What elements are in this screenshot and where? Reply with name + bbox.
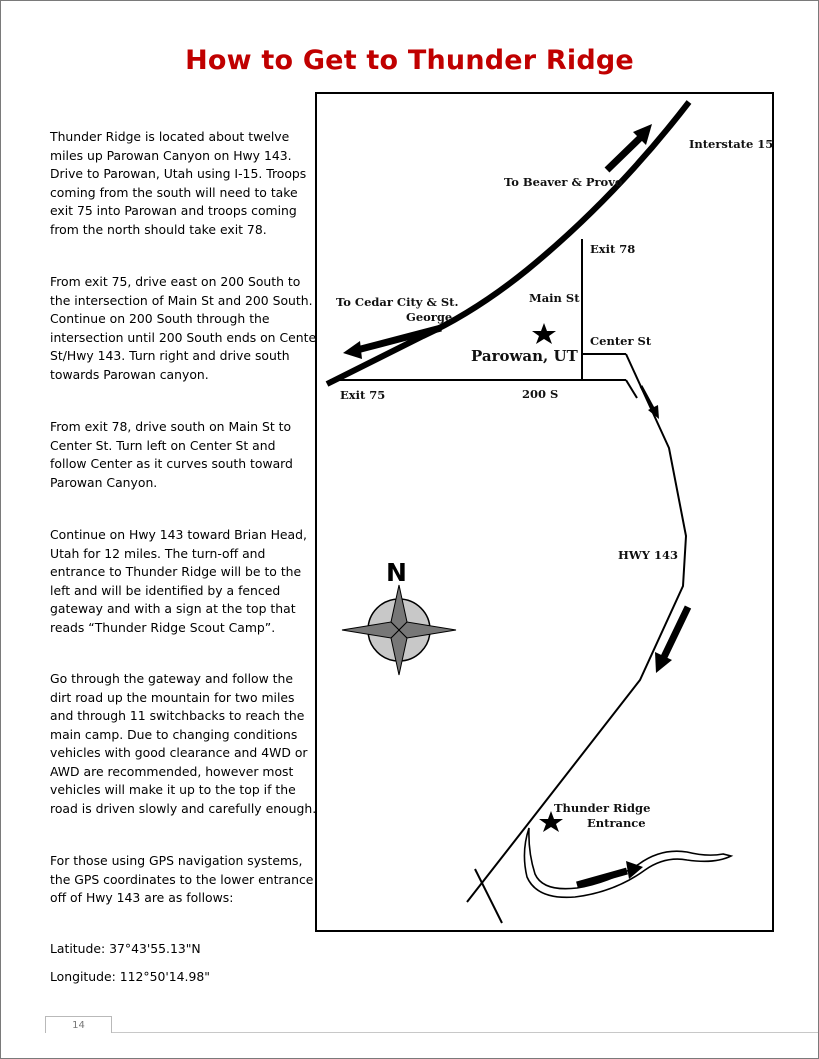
text-line: gateway and with a sign at the top that <box>50 601 296 616</box>
label-hwy-143: HWY 143 <box>618 548 678 562</box>
paragraph-exit-78: From exit 78, drive south on Main St to … <box>50 418 318 492</box>
arrow-hwy-143-icon <box>655 605 692 673</box>
text-line: road is driven slowly and carefully enou… <box>50 800 317 816</box>
arrow-to-beaver-icon <box>604 124 652 173</box>
text-line: miles up Parowan Canyon on Hwy 143. <box>50 147 292 163</box>
text-line: From exit 78, drive south on Main St to <box>50 419 292 434</box>
hwy-143-connector <box>625 379 638 399</box>
paragraph-location: Thunder Ridge is located about twelve mi… <box>50 128 318 239</box>
text-line: and through 11 switchbacks to reach the <box>50 708 305 723</box>
label-center-st: Center St <box>590 334 652 348</box>
text-line: From exit 75, drive east on 200 South to <box>50 274 301 289</box>
map-frame <box>315 92 774 932</box>
label-to-beaver: To Beaver & Provo <box>504 175 623 189</box>
route-map: Interstate 15 To Beaver & Provo Exit 78 … <box>315 92 774 932</box>
footer-divider <box>111 1032 818 1033</box>
text-line: Go through the gateway and follow the <box>50 671 294 686</box>
text-line: entrance to Thunder Ridge will be to the <box>50 564 302 579</box>
label-entrance-line1: Thunder Ridge <box>554 801 650 815</box>
page-number: 14 <box>45 1016 112 1033</box>
text-line: exit 75 into Parowan and troops coming <box>50 203 297 218</box>
arrow-to-cedar-icon <box>343 324 442 359</box>
label-entrance-line2: Entrance <box>587 816 646 830</box>
parowan-star-icon <box>532 323 556 344</box>
text-line: Thunder Ridge is located about twelve <box>50 129 290 144</box>
interstate-15-road <box>325 100 692 387</box>
text-line: main camp. Due to changing conditions <box>50 726 298 742</box>
text-line: Continue on Hwy 143 toward Brian Head, <box>50 527 307 542</box>
text-line: intersection until 200 South ends on Cen… <box>50 329 322 345</box>
text-line: Continue on 200 South through the <box>50 311 270 326</box>
label-parowan: Parowan, UT <box>471 347 579 365</box>
longitude-text: Longitude: 112°50'14.98" <box>50 969 210 984</box>
text-line: vehicles with good clearance and 4WD or <box>50 745 308 760</box>
label-to-cedar-line2: George <box>406 310 452 324</box>
paragraph-gateway: Go through the gateway and follow the di… <box>50 670 318 818</box>
text-line: the intersection of Main St and 200 Sout… <box>50 292 313 308</box>
text-line: coming from the south will need to take <box>50 184 298 200</box>
label-to-cedar-line1: To Cedar City & St. <box>336 295 458 309</box>
paragraph-gps: For those using GPS navigation systems, … <box>50 852 318 908</box>
text-line: St/Hwy 143. Turn right and drive south <box>50 348 290 363</box>
arrow-center-st-icon <box>639 385 659 419</box>
text-line: AWD are recommended, however most <box>50 763 294 779</box>
label-interstate-15: Interstate 15 <box>689 137 773 151</box>
text-line: the GPS coordinates to the lower entranc… <box>50 871 314 887</box>
entrance-star-icon <box>539 811 563 832</box>
arrow-camp-icon <box>576 861 643 889</box>
text-line: vehicles will make it up to the top if t… <box>50 782 296 797</box>
text-line: towards Parowan canyon. <box>50 366 209 382</box>
page-title: How to Get to Thunder Ridge <box>185 45 634 76</box>
hwy-143-road <box>466 353 688 903</box>
paragraph-hwy-143: Continue on Hwy 143 toward Brian Head, U… <box>50 526 318 637</box>
text-line: left and will be identified by a fenced <box>50 582 281 598</box>
text-line: Parowan Canyon. <box>50 474 158 490</box>
text-line: For those using GPS navigation systems, <box>50 853 303 868</box>
text-line: dirt road up the mountain for two miles <box>50 689 295 705</box>
text-line: off of Hwy 143 are as follows: <box>50 890 234 905</box>
text-line: from the north should take exit 78. <box>50 221 267 237</box>
label-200-s: 200 S <box>522 387 558 401</box>
text-line: Center St. Turn left on Center St and <box>50 437 276 453</box>
text-line: follow Center as it curves south toward <box>50 456 293 471</box>
label-north: N <box>386 558 407 587</box>
paragraph-exit-75: From exit 75, drive east on 200 South to… <box>50 273 322 384</box>
text-line: Drive to Parowan, Utah using I-15. Troop… <box>50 166 307 181</box>
latitude-text: Latitude: 37°43'55.13"N <box>50 941 201 956</box>
text-line: reads “Thunder Ridge Scout Camp”. <box>50 619 276 635</box>
label-main-st: Main St <box>529 291 580 305</box>
label-exit-78: Exit 78 <box>590 242 635 256</box>
label-exit-75: Exit 75 <box>340 388 385 402</box>
compass-rose-icon <box>341 584 457 676</box>
dirt-road <box>523 827 734 899</box>
text-line: Utah for 12 miles. The turn-off and <box>50 545 266 561</box>
lower-road <box>474 868 503 924</box>
